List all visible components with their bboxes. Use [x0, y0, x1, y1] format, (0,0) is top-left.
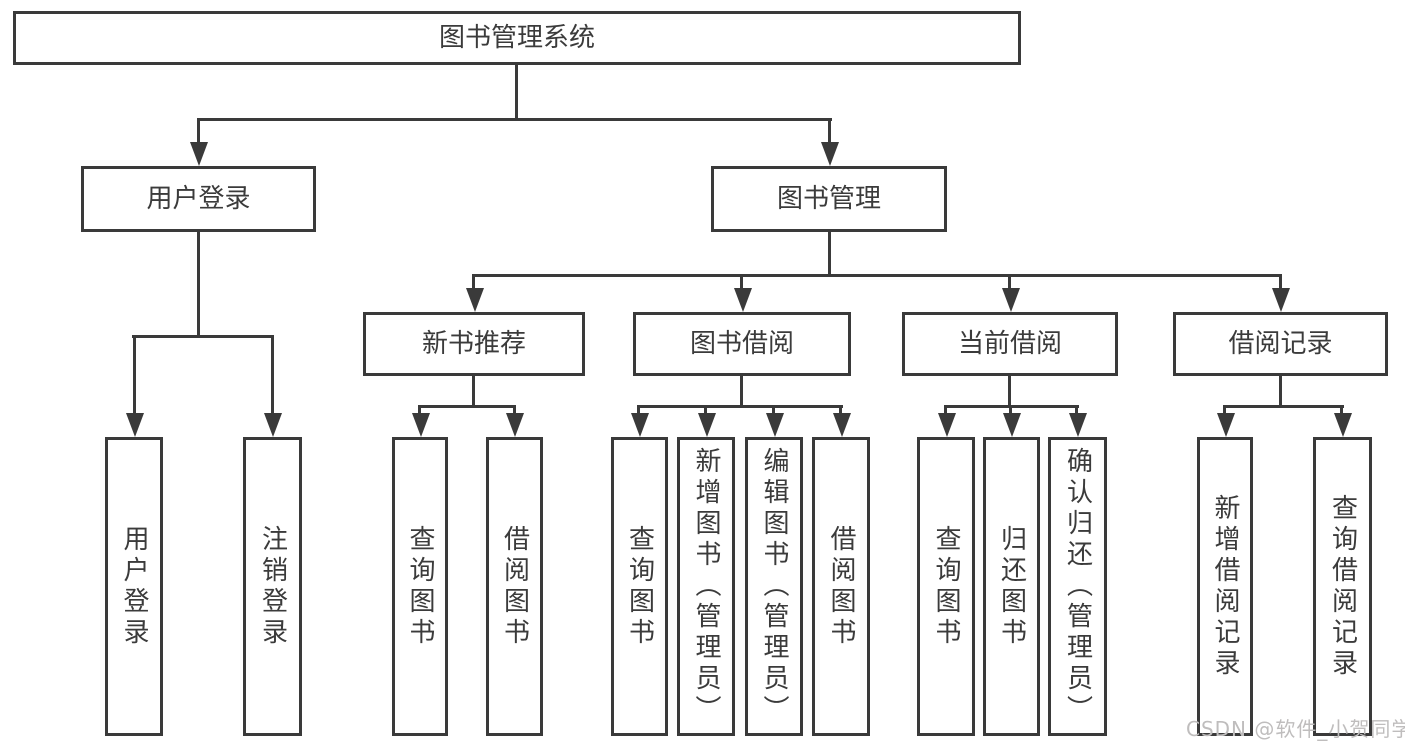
connector-line [1340, 405, 1343, 417]
leaf-label: 查询借阅记录 [1327, 493, 1358, 680]
arrow-down-icon [466, 288, 484, 312]
connector-line [637, 405, 843, 408]
node-book-borrow: 图书借阅 [633, 312, 851, 376]
connector-line [513, 405, 516, 417]
node-label: 图书借阅 [689, 329, 794, 359]
node-label: 图书管理 [776, 184, 881, 214]
connector-line [515, 64, 518, 120]
arrow-down-icon [190, 142, 208, 166]
leaf-query-books-borrow: 查询图书 [611, 437, 668, 736]
connector-line [839, 405, 842, 417]
connector-line [828, 232, 831, 276]
arrow-down-icon [1272, 288, 1290, 312]
arrow-down-icon [821, 142, 839, 166]
arrow-down-icon [766, 413, 784, 437]
connector-line [704, 405, 707, 417]
node-label: 新书推荐 [421, 329, 526, 359]
leaf-label: 新增图书（管理员） [691, 447, 721, 726]
node-label: 当前借阅 [957, 329, 1062, 359]
node-label: 借阅记录 [1228, 329, 1333, 359]
leaf-logout: 注销登录 [243, 437, 302, 736]
leaf-label: 注销登录 [257, 524, 288, 649]
leaf-label: 确认归还（管理员） [1062, 447, 1093, 726]
leaf-label: 借阅图书 [499, 524, 530, 649]
leaf-label: 新增借阅记录 [1210, 493, 1240, 680]
leaf-query-books-current: 查询图书 [917, 437, 975, 736]
arrow-down-icon [938, 413, 956, 437]
leaf-borrow-books: 借阅图书 [812, 437, 870, 736]
connector-line [944, 405, 947, 417]
leaf-label: 归还图书 [996, 524, 1027, 649]
arrow-down-icon [126, 413, 144, 437]
arrow-down-icon [734, 288, 752, 312]
connector-line [418, 405, 421, 417]
leaf-label: 查询图书 [931, 524, 961, 649]
arrow-down-icon [1334, 413, 1352, 437]
connector-line [740, 274, 743, 292]
connector-line [472, 274, 475, 292]
leaf-label: 借阅图书 [826, 524, 856, 649]
leaf-return-book: 归还图书 [983, 437, 1040, 736]
arrow-down-icon [1069, 413, 1087, 437]
connector-line [1075, 405, 1078, 417]
node-label: 用户登录 [146, 184, 251, 214]
node-library-system: 图书管理系统 [13, 11, 1021, 65]
leaf-label: 用户登录 [119, 524, 149, 649]
arrow-down-icon [264, 413, 282, 437]
leaf-confirm-return-admin: 确认归还（管理员） [1048, 437, 1107, 736]
leaf-query-borrow-record: 查询借阅记录 [1313, 437, 1372, 736]
arrow-down-icon [1003, 413, 1021, 437]
leaf-label: 编辑图书（管理员） [759, 447, 789, 726]
node-new-book-recommend: 新书推荐 [363, 312, 585, 376]
connector-line [271, 335, 274, 415]
connector-line [772, 405, 775, 417]
arrow-down-icon [1002, 288, 1020, 312]
connector-line [740, 376, 743, 407]
connector-line [1279, 274, 1282, 292]
arrow-down-icon [506, 413, 524, 437]
leaf-borrow-books-recommend: 借阅图书 [486, 437, 543, 736]
connector-line [637, 405, 640, 417]
leaf-add-borrow-record: 新增借阅记录 [1197, 437, 1253, 736]
connector-line [132, 335, 274, 338]
connector-line [1223, 405, 1344, 408]
node-label: 图书管理系统 [438, 23, 595, 53]
connector-line [828, 118, 831, 146]
csdn-watermark: CSDN @软件_小贺同学 [1186, 717, 1405, 741]
arrow-down-icon [412, 413, 430, 437]
connector-line [1008, 376, 1011, 407]
leaf-label: 查询图书 [405, 524, 435, 649]
arrow-down-icon [631, 413, 649, 437]
node-borrow-records: 借阅记录 [1173, 312, 1388, 376]
arrow-down-icon [833, 413, 851, 437]
node-current-borrow: 当前借阅 [902, 312, 1118, 376]
leaf-user-login: 用户登录 [105, 437, 163, 736]
connector-line [1008, 274, 1011, 292]
leaf-edit-book-admin: 编辑图书（管理员） [745, 437, 803, 736]
connector-line [197, 118, 200, 146]
arrow-down-icon [1217, 413, 1235, 437]
connector-line [1009, 405, 1012, 417]
leaf-label: 查询图书 [624, 524, 655, 649]
connector-line [1223, 405, 1226, 417]
leaf-add-book-admin: 新增图书（管理员） [677, 437, 735, 736]
connector-line [472, 376, 475, 407]
node-user-login: 用户登录 [81, 166, 316, 232]
connector-line [418, 405, 516, 408]
arrow-down-icon [698, 413, 716, 437]
connector-line [133, 335, 136, 415]
node-book-management: 图书管理 [711, 166, 947, 232]
connector-line [197, 232, 200, 337]
connector-line [472, 274, 1282, 277]
leaf-query-books-recommend: 查询图书 [392, 437, 448, 736]
connector-line [197, 118, 832, 121]
connector-line [1279, 376, 1282, 407]
